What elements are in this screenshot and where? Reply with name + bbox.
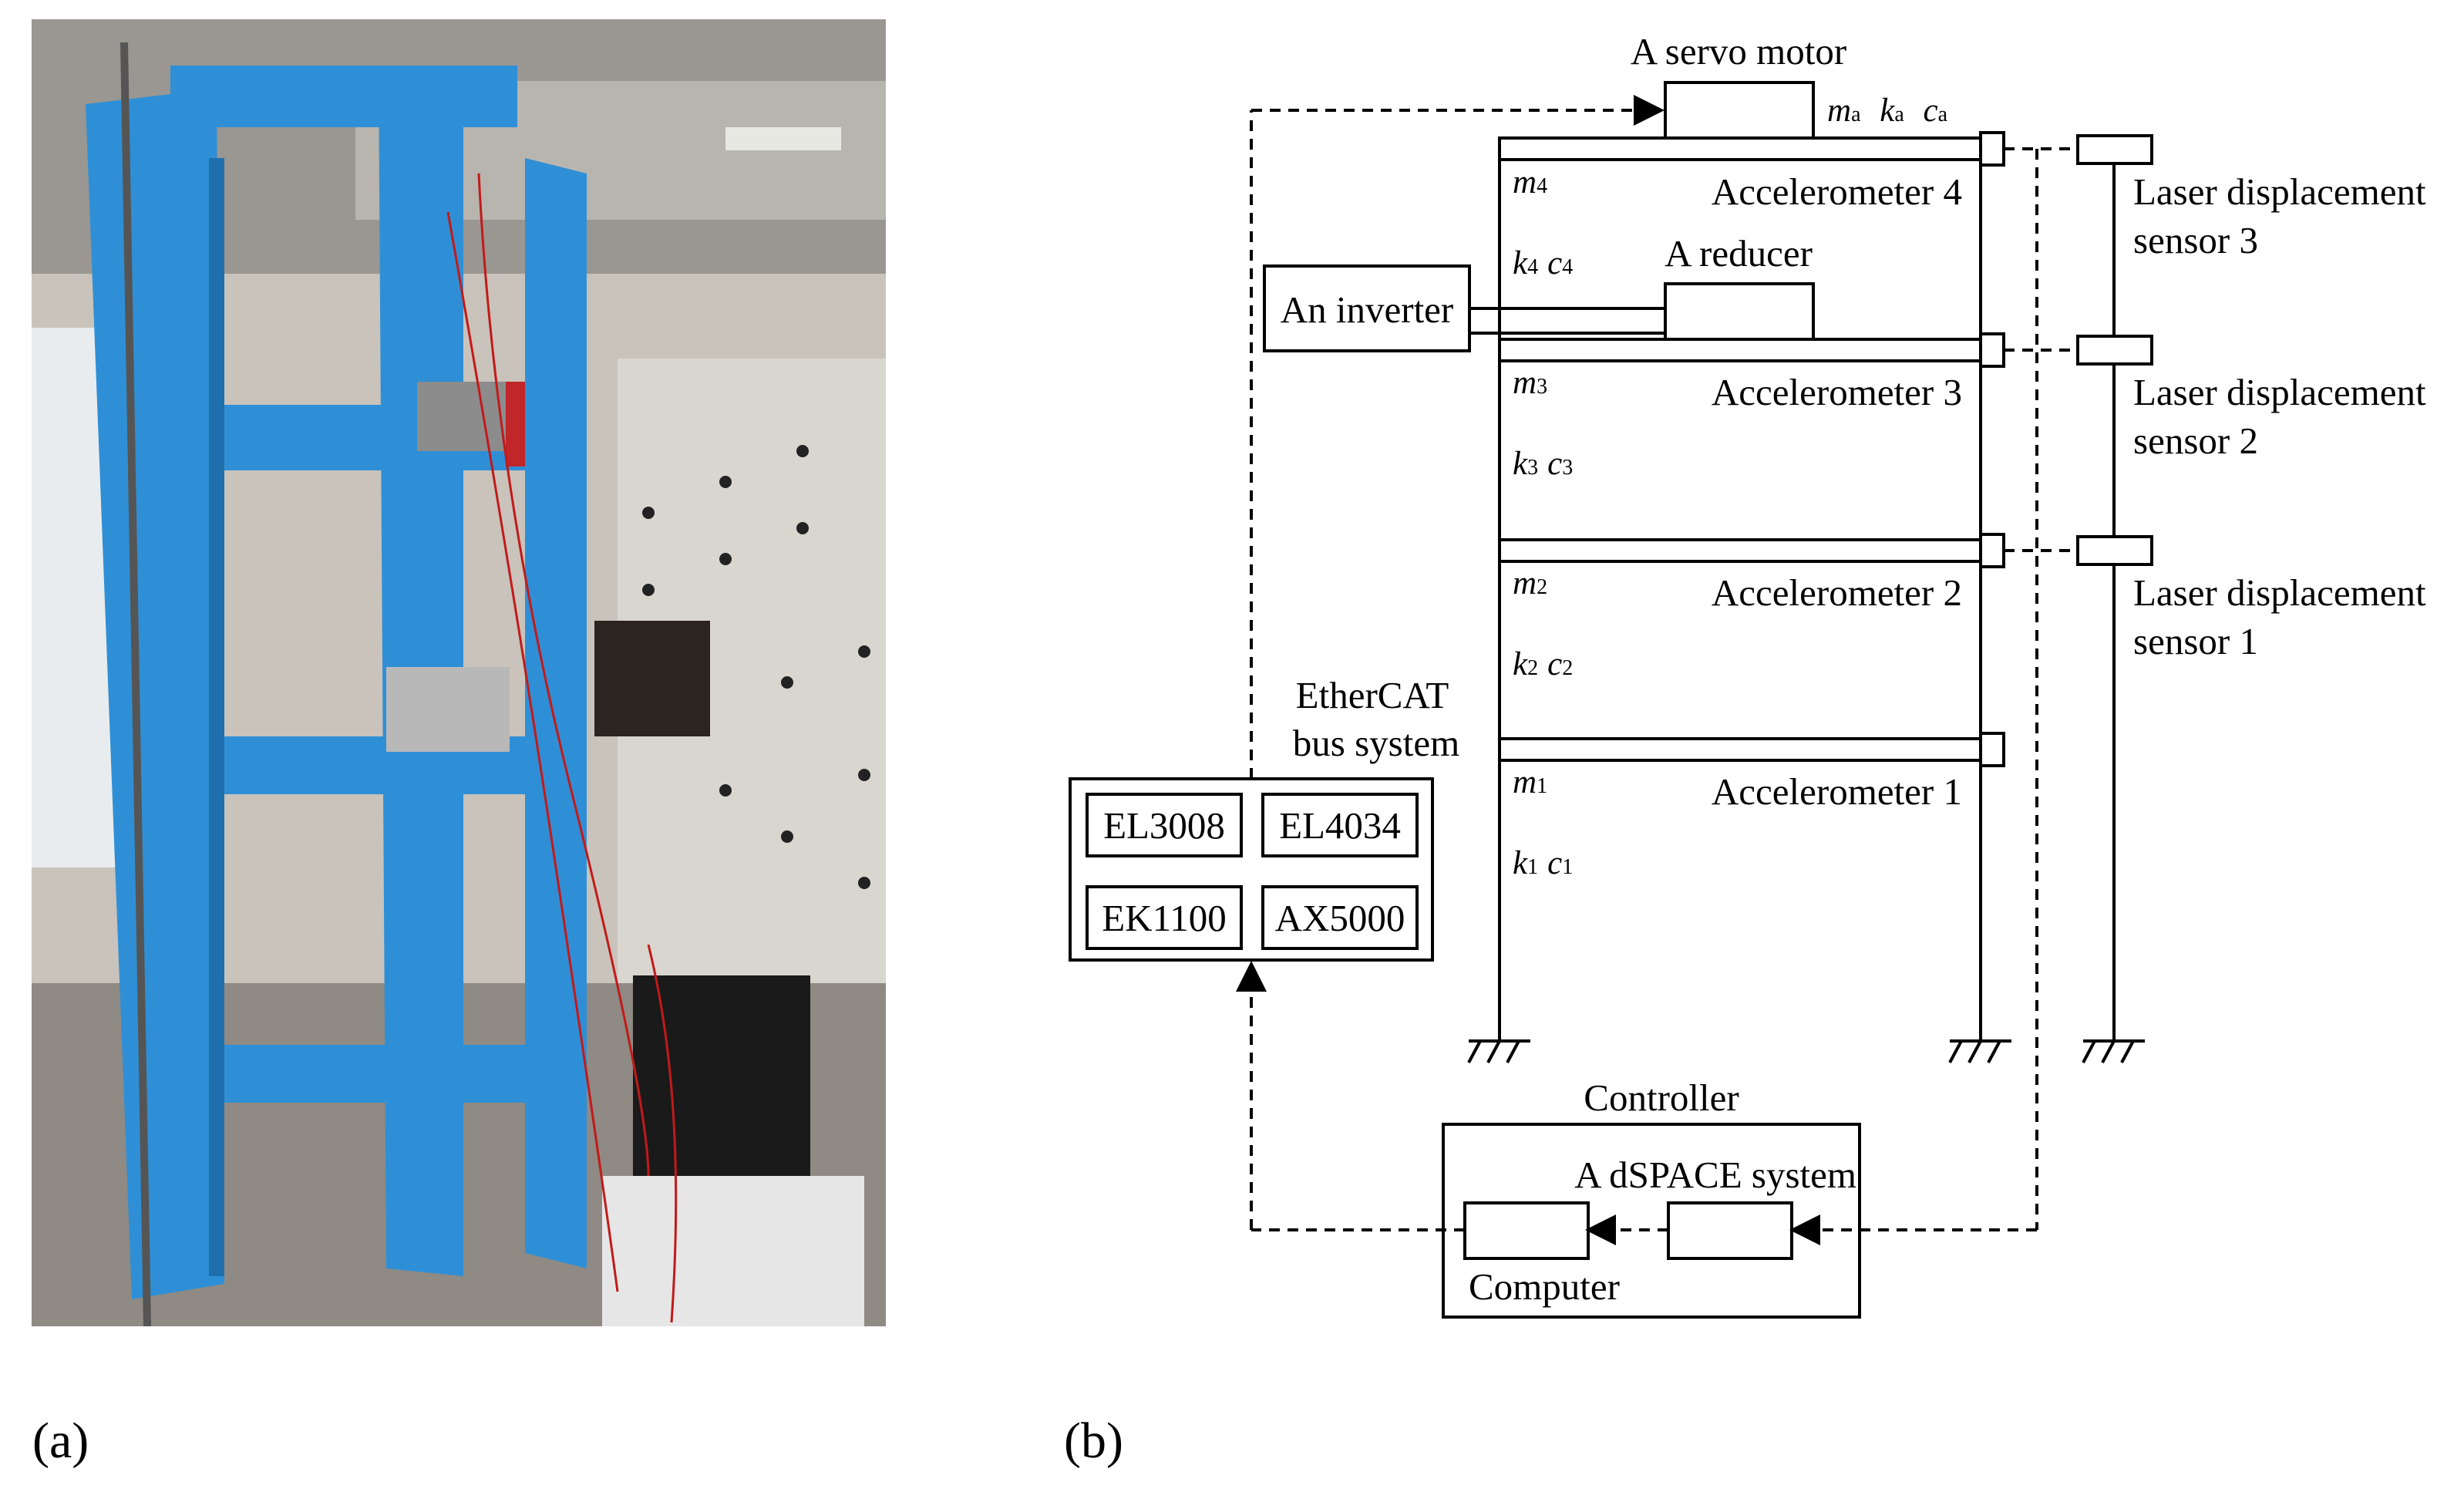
module-ek1100: EK1100 <box>1102 897 1227 939</box>
laser-sensor-labels: Laser displacement sensor 3 Laser displa… <box>2133 170 2426 662</box>
ethercat-modules <box>1086 793 1419 950</box>
controller-box <box>1442 1123 1861 1319</box>
reducer-box <box>1664 282 1815 341</box>
computer-box <box>1463 1201 1590 1260</box>
svg-text:Accelerometer 2: Accelerometer 2 <box>1712 571 1962 614</box>
svg-text:Accelerometer 1: Accelerometer 1 <box>1712 770 1962 813</box>
svg-text:sensor 2: sensor 2 <box>2133 419 2258 462</box>
servo-motor-box <box>1664 81 1815 140</box>
panel-label-b: (b) <box>1064 1413 1123 1469</box>
wall-holes <box>642 445 870 889</box>
servo-motor-label: A servo motor <box>1631 30 1846 72</box>
svg-text:m3: m3 <box>1513 365 1547 401</box>
ground-supports <box>1467 1039 2145 1063</box>
test-frame-photo <box>32 19 886 1326</box>
panel-label-a: (a) <box>32 1413 89 1469</box>
svg-text:m1: m1 <box>1513 764 1547 800</box>
blue-frame <box>86 66 587 1299</box>
svg-text:Laser displacement: Laser displacement <box>2133 571 2426 614</box>
svg-text:Accelerometer 4: Accelerometer 4 <box>1712 170 1962 213</box>
ethercat-box <box>1069 777 1434 962</box>
svg-text:m2: m2 <box>1513 565 1547 601</box>
dspace-box <box>1667 1201 1793 1260</box>
controller-label: Controller <box>1584 1076 1739 1119</box>
structure-schematic: A servo motor ma ka ca <box>1069 30 2426 1319</box>
module-ax5000: AX5000 <box>1275 897 1405 939</box>
module-el3008: EL3008 <box>1103 804 1225 847</box>
ethercat-label-2: bus system <box>1293 722 1459 764</box>
servo-params: ma ka ca <box>1827 93 1948 129</box>
laser-sensor-boxes <box>2076 134 2153 566</box>
dspace-label: A dSPACE system <box>1574 1154 1856 1196</box>
module-el4034: EL4034 <box>1279 804 1401 847</box>
computer-label: Computer <box>1469 1265 1620 1308</box>
svg-text:Laser displacement: Laser displacement <box>2133 371 2426 413</box>
svg-text:sensor 1: sensor 1 <box>2133 620 2258 662</box>
frame-columns <box>1498 138 2116 1041</box>
inverter-label: An inverter <box>1281 288 1454 331</box>
floor-slabs <box>1498 136 1982 762</box>
svg-text:Accelerometer 3: Accelerometer 3 <box>1712 371 1962 413</box>
svg-text:sensor 3: sensor 3 <box>2133 219 2258 261</box>
svg-text:m4: m4 <box>1513 164 1547 200</box>
sensor-dashed-links <box>1236 95 2078 1245</box>
svg-text:Laser displacement: Laser displacement <box>2133 170 2426 213</box>
accelerometer-markers <box>1979 131 2005 767</box>
reducer-label: A reducer <box>1665 232 1813 275</box>
ethercat-label-1: EtherCAT <box>1296 674 1449 716</box>
